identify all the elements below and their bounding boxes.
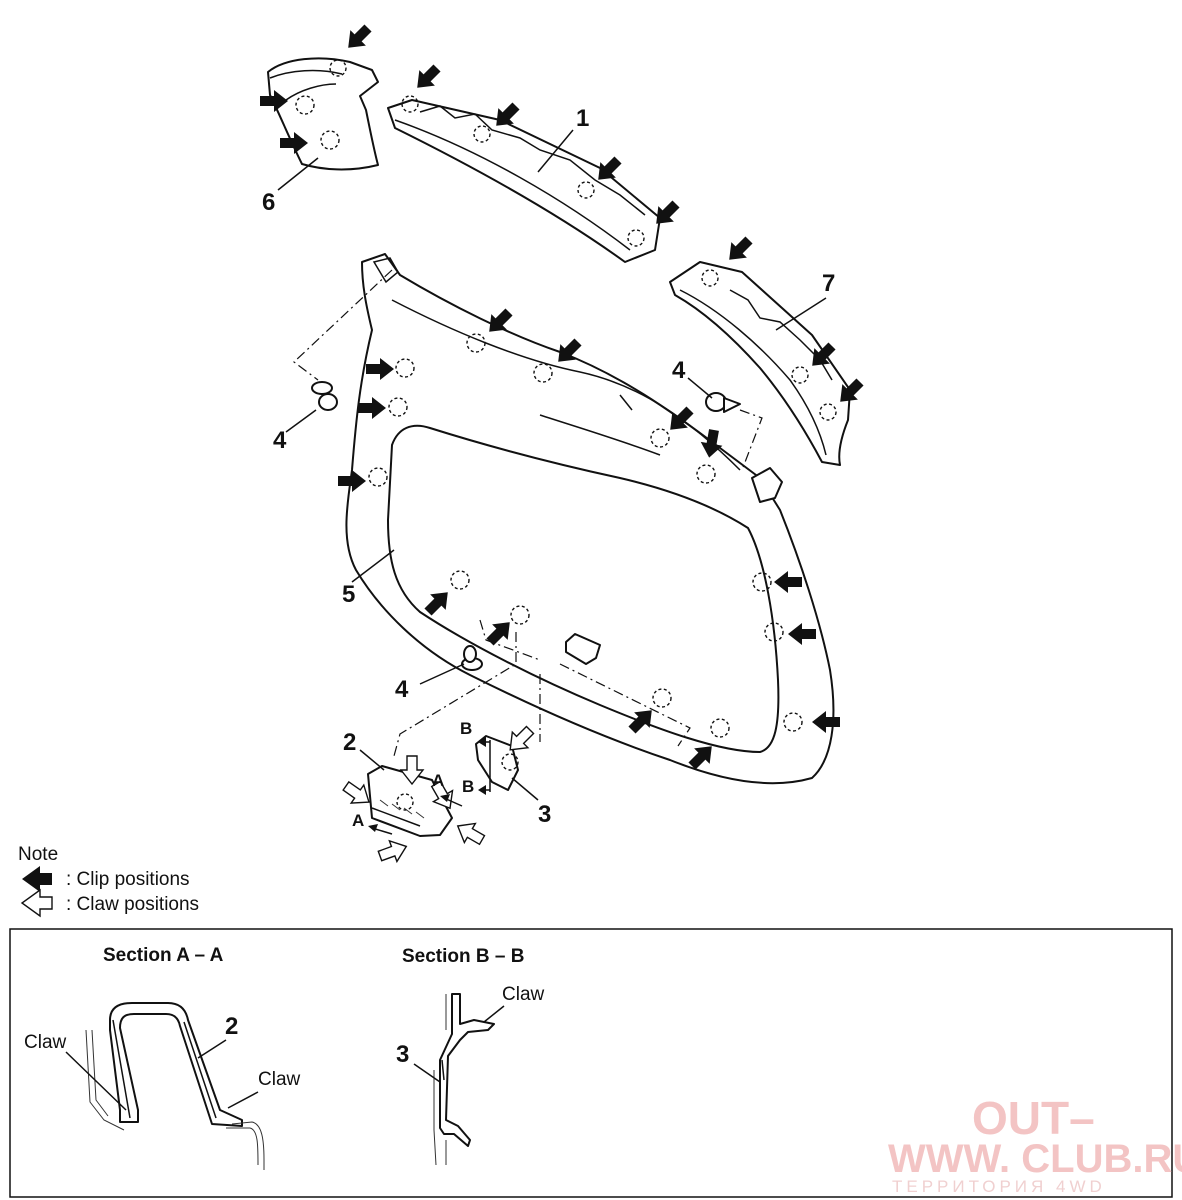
watermark-line1: OUT– <box>972 1092 1095 1144</box>
section-a-claw-right: Claw <box>258 1069 301 1090</box>
section-b-marker-lower: B <box>462 777 474 796</box>
section-a-marker-lower: A <box>352 811 364 830</box>
section-cut-markers <box>368 737 491 835</box>
callout-4-bottom: 4 <box>395 676 409 703</box>
watermark-line3: ТЕРРИТОРИЯ 4WD <box>892 1177 1106 1196</box>
legend-title: Note <box>18 844 58 865</box>
section-a-claw-left: Claw <box>24 1032 67 1053</box>
leader-lines <box>293 269 763 757</box>
section-b-marker-upper: B <box>460 719 472 738</box>
part-4-clip-left <box>311 381 338 411</box>
callout-4-left: 4 <box>273 427 287 454</box>
section-b-claw: Claw <box>502 984 545 1005</box>
part-2-handle-cover <box>367 765 453 837</box>
callout-1: 1 <box>576 105 589 132</box>
part-6-pillar-trim <box>267 57 379 171</box>
section-b-title: Section B – B <box>402 946 524 967</box>
watermark: OUT– WWW. CLUB.RU ТЕРРИТОРИЯ 4WD <box>888 1092 1182 1196</box>
section-b-callout-3: 3 <box>396 1041 409 1068</box>
callout-2: 2 <box>343 729 356 756</box>
sections-frame <box>9 928 1173 1198</box>
solid-arrow-icon <box>22 866 52 892</box>
watermark-line2: WWW. CLUB.RU <box>888 1137 1182 1181</box>
section-a-marker-upper: A <box>432 771 444 790</box>
legend-claw-label: : Claw positions <box>66 894 199 915</box>
callout-4-right: 4 <box>672 357 686 384</box>
section-a-a: Section A – A 2 Claw Claw <box>24 945 301 1170</box>
callout-leaders <box>277 129 827 801</box>
part-4-clip-right <box>705 392 741 413</box>
callout-5: 5 <box>342 581 355 608</box>
section-a-title: Section A – A <box>103 945 224 966</box>
callout-7: 7 <box>822 270 835 297</box>
legend-clip-label: : Clip positions <box>66 869 190 890</box>
part-3-small-cover <box>475 735 519 791</box>
part-1-upper-trim <box>387 95 661 263</box>
legend: Note : Clip positions : Claw positions <box>18 844 199 918</box>
section-b-b: Section B – B 3 Claw <box>396 946 545 1166</box>
section-a-callout-2: 2 <box>225 1013 238 1040</box>
part-4-clip-bottom <box>461 645 483 671</box>
outline-arrow-icon <box>20 888 53 918</box>
callout-6: 6 <box>262 189 275 216</box>
callout-3: 3 <box>538 801 551 828</box>
